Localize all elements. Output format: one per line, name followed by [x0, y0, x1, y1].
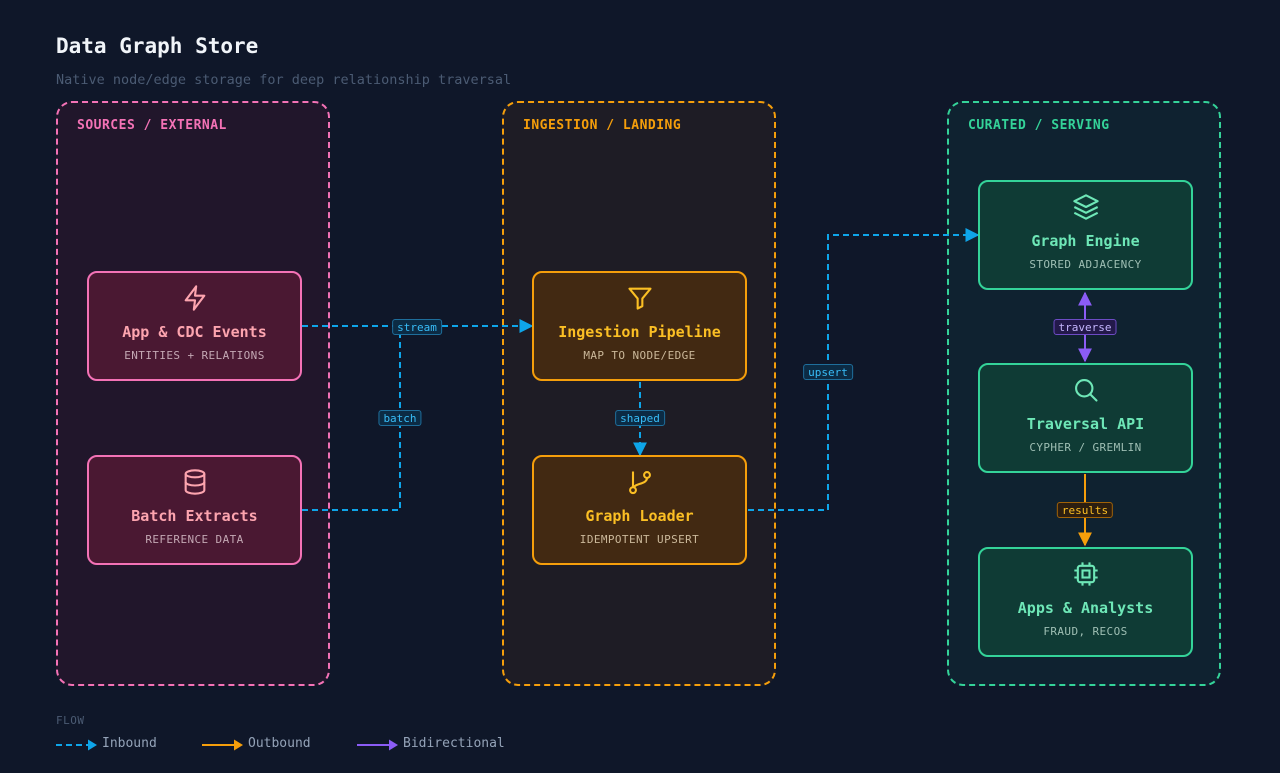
- layers-icon: [1072, 193, 1100, 221]
- node-desc: IDEMPOTENT UPSERT: [579, 533, 700, 546]
- legend-title: FLOW: [56, 714, 85, 727]
- legend-label-bidirectional: Bidirectional: [403, 736, 505, 751]
- node-desc: ENTITIES + RELATIONS: [124, 349, 265, 362]
- node-desc: MAP TO NODE/EDGE: [583, 349, 696, 362]
- lane-sources: SOURCES / EXTERNAL: [56, 101, 330, 686]
- search-icon: [1072, 376, 1100, 404]
- edge-upsert: [748, 228, 980, 511]
- database-icon: [181, 468, 209, 496]
- lane-sources-title: SOURCES / EXTERNAL: [77, 118, 227, 133]
- node-apps-analysts[interactable]: Apps & Analysts FRAUD, RECOS: [978, 547, 1193, 657]
- git-branch-icon: [626, 468, 654, 496]
- legend-swatch-bidirectional: [357, 739, 398, 751]
- node-ingestion-pipeline[interactable]: Ingestion Pipeline MAP TO NODE/EDGE: [532, 271, 747, 381]
- legend-label-outbound: Outbound: [248, 736, 311, 751]
- legend-item-bidirectional: Bidirectional: [357, 736, 537, 754]
- legend-swatch-inbound: [56, 739, 97, 751]
- legend-item-outbound: Outbound: [202, 736, 352, 754]
- edge-label-results: results: [1056, 502, 1114, 518]
- edge-label-shaped: shaped: [615, 410, 665, 426]
- node-name: Graph Loader: [585, 507, 694, 525]
- node-name: Batch Extracts: [131, 507, 258, 525]
- node-graph-loader[interactable]: Graph Loader IDEMPOTENT UPSERT: [532, 455, 747, 565]
- edge-label-stream: stream: [392, 319, 442, 335]
- lane-ingestion-title: INGESTION / LANDING: [523, 118, 682, 133]
- node-desc: CYPHER / GREMLIN: [1029, 441, 1142, 454]
- node-graph-engine[interactable]: Graph Engine STORED ADJACENCY: [978, 180, 1193, 290]
- node-name: Ingestion Pipeline: [558, 323, 721, 341]
- node-name: Traversal API: [1026, 415, 1145, 433]
- lane-curated-title: CURATED / SERVING: [968, 118, 1110, 133]
- node-desc: STORED ADJACENCY: [1029, 258, 1142, 271]
- node-desc: REFERENCE DATA: [145, 533, 244, 546]
- lane-ingestion: INGESTION / LANDING: [502, 101, 776, 686]
- legend-swatch-outbound: [202, 739, 243, 751]
- node-batch-extracts[interactable]: Batch Extracts REFERENCE DATA: [87, 455, 302, 565]
- edge-label-upsert: upsert: [803, 364, 853, 380]
- filter-icon: [626, 284, 654, 312]
- edge-label-traverse: traverse: [1053, 319, 1117, 335]
- page-title: Data Graph Store: [56, 34, 259, 58]
- node-name: Graph Engine: [1031, 232, 1140, 250]
- node-name: Apps & Analysts: [1017, 599, 1154, 617]
- cpu-icon: [1072, 560, 1100, 588]
- node-desc: FRAUD, RECOS: [1043, 625, 1128, 638]
- legend-item-inbound: Inbound: [56, 736, 196, 754]
- node-traversal-api[interactable]: Traversal API CYPHER / GREMLIN: [978, 363, 1193, 473]
- node-app-cdc-events[interactable]: App & CDC Events ENTITIES + RELATIONS: [87, 271, 302, 381]
- edge-label-batch: batch: [378, 410, 422, 426]
- legend-label-inbound: Inbound: [102, 736, 157, 751]
- lightning-icon: [181, 284, 209, 312]
- page-subtitle: Native node/edge storage for deep relati…: [56, 72, 512, 88]
- node-name: App & CDC Events: [122, 323, 267, 341]
